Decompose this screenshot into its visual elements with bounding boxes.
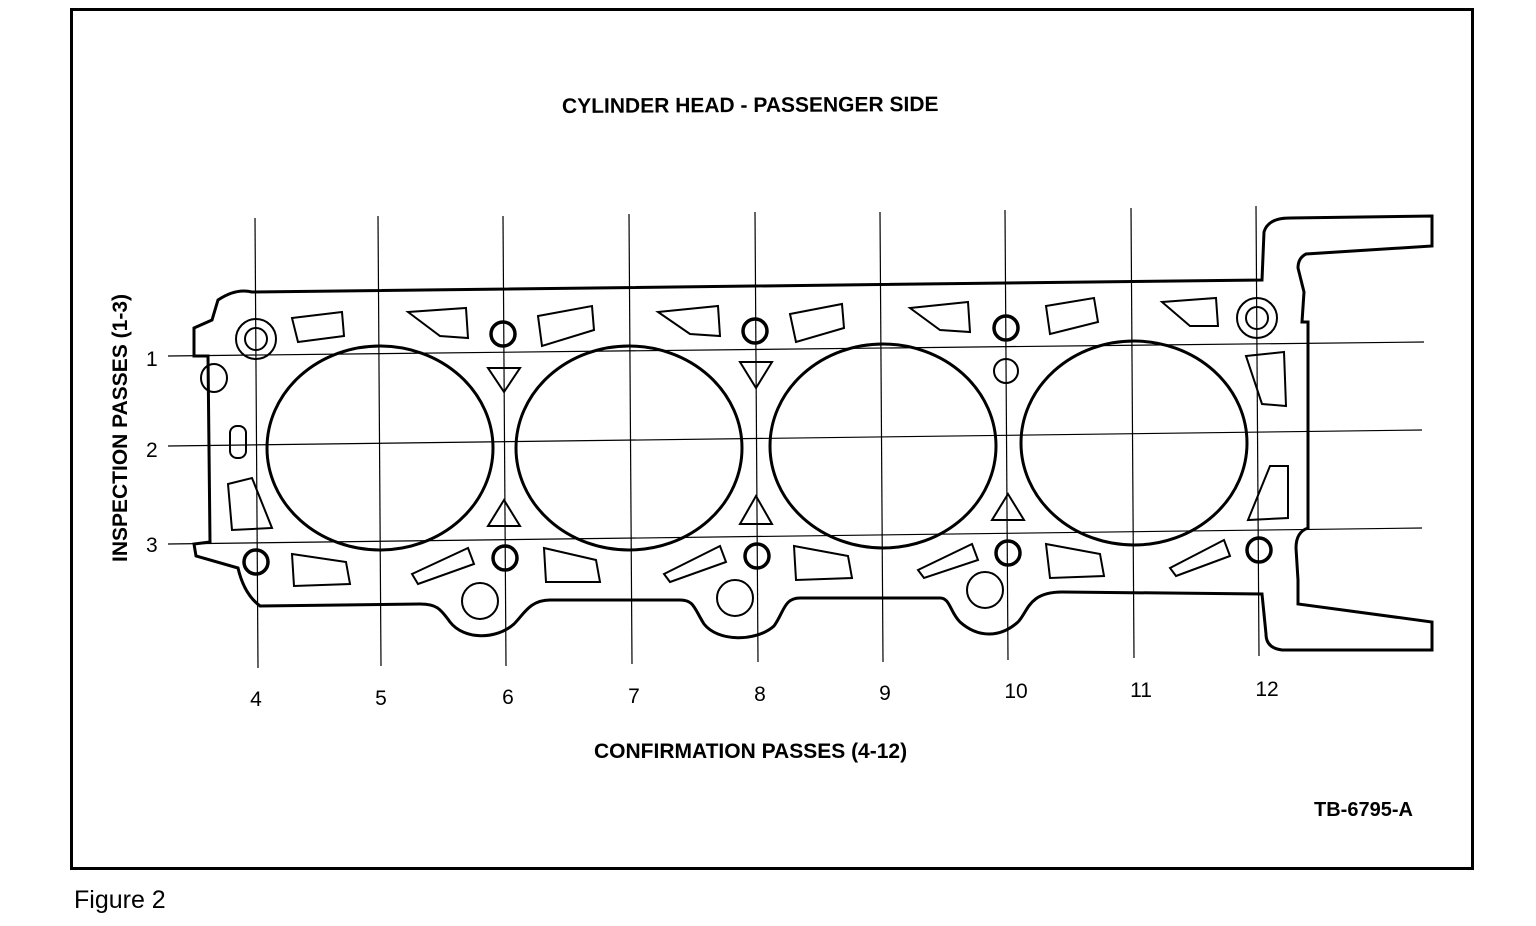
coolant-triangle <box>990 492 1026 521</box>
cylinder-bore <box>514 344 744 552</box>
water-passage <box>907 300 972 334</box>
water-passage <box>542 546 602 583</box>
confirmation-pass-number: 6 <box>502 686 514 709</box>
figure-caption: Figure 2 <box>74 886 166 914</box>
gasket-outline <box>192 214 1434 652</box>
figure-frame <box>70 8 1474 870</box>
water-passage <box>916 542 980 580</box>
coolant-triangle <box>486 498 522 527</box>
bolt-hole <box>994 539 1022 567</box>
confirmation-pass-number: 12 <box>1255 678 1279 701</box>
water-passage <box>1159 296 1220 327</box>
bolt-hole <box>489 320 517 348</box>
water-passage <box>1246 465 1289 522</box>
water-passage <box>536 304 596 348</box>
confirmation-pass-line <box>254 217 259 669</box>
confirmation-pass-number: 11 <box>1130 679 1152 702</box>
water-passage <box>290 552 352 588</box>
inspection-pass-number: 2 <box>146 439 158 462</box>
confirmation-pass-number: 8 <box>754 683 766 706</box>
inspection-pass-number: 1 <box>146 348 158 371</box>
coolant-port <box>966 571 1004 609</box>
confirmation-pass-number: 4 <box>250 688 262 711</box>
confirmation-pass-number: 7 <box>628 685 640 708</box>
confirmation-pass-number: 9 <box>879 682 891 705</box>
confirmation-pass-line <box>1130 207 1135 659</box>
confirmation-pass-number: 10 <box>1004 680 1028 703</box>
coolant-port <box>461 582 499 620</box>
water-passage <box>226 476 274 532</box>
confirmation-pass-line <box>502 215 507 667</box>
bolt-hole <box>242 548 270 576</box>
inspection-pass-line <box>167 429 1423 447</box>
water-passage <box>290 310 346 344</box>
confirmation-pass-line <box>754 211 759 663</box>
coolant-slot <box>229 425 247 459</box>
confirmation-pass-line <box>628 213 633 665</box>
bolt-hole <box>741 317 769 345</box>
inspection-pass-number: 3 <box>146 534 158 557</box>
water-passage <box>405 306 470 340</box>
confirmation-pass-line <box>377 215 382 667</box>
confirmation-pass-number: 5 <box>375 687 387 710</box>
confirmation-pass-line <box>1255 205 1260 657</box>
water-passage <box>662 544 728 584</box>
water-passage <box>410 546 476 586</box>
cylinder-bore <box>1019 339 1249 547</box>
water-passage <box>1044 542 1106 580</box>
inspection-pass-line <box>167 527 1423 545</box>
bolt-hole <box>1245 536 1273 564</box>
water-passage <box>655 304 722 338</box>
drawing-code: TB-6795-A <box>1314 799 1413 821</box>
water-passage <box>1168 538 1232 578</box>
water-passage <box>788 302 846 344</box>
inspection-passes-label: INSPECTION PASSES (1-3) <box>109 294 132 562</box>
water-passage <box>792 544 854 582</box>
inspection-pass-line <box>167 341 1425 357</box>
coolant-triangle <box>738 493 774 525</box>
confirmation-passes-label: CONFIRMATION PASSES (4-12) <box>594 740 908 763</box>
coolant-port <box>716 579 754 617</box>
coolant-port <box>200 363 228 393</box>
water-passage <box>1044 296 1100 336</box>
confirmation-pass-line <box>879 211 884 663</box>
water-passage <box>1244 350 1288 408</box>
confirmation-pass-line <box>1004 209 1009 661</box>
diagram-title: CYLINDER HEAD - PASSENGER SIDE <box>561 93 939 118</box>
cylinder-bore <box>768 342 998 550</box>
